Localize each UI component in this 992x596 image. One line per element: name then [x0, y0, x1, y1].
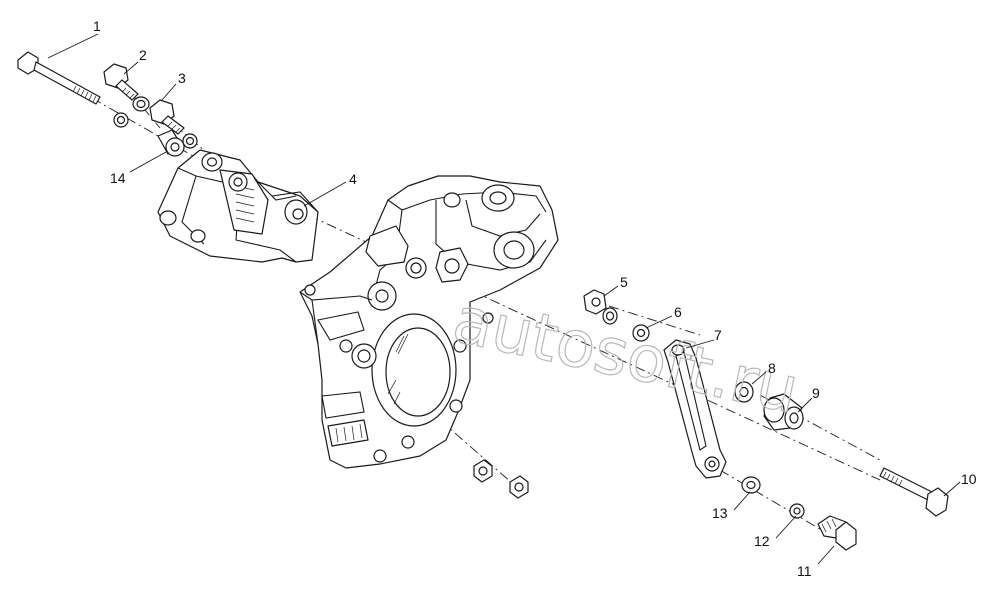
callout-11: 11 — [797, 563, 812, 579]
callout-14: 14 — [110, 170, 126, 186]
callout-2: 2 — [139, 47, 147, 63]
callout-5: 5 — [620, 274, 628, 290]
part-12-lock-washer — [789, 503, 805, 519]
part-5-nut — [583, 289, 607, 315]
washer-part-3 — [182, 133, 198, 149]
part-8-washer — [734, 381, 754, 403]
part-3-bolt — [149, 99, 185, 135]
leader-lines — [47, 33, 961, 565]
washer-part-2 — [132, 96, 150, 112]
nut-lower-left — [473, 459, 493, 483]
callout-labels: 1 2 3 4 5 6 7 8 9 10 11 12 13 14 — [93, 18, 977, 579]
watermark: autosoft.ru — [447, 283, 805, 428]
callout-6: 6 — [674, 304, 682, 320]
callout-12: 12 — [754, 533, 770, 549]
washer-part-1 — [113, 112, 129, 128]
part-7-strap — [663, 339, 727, 479]
callout-4: 4 — [349, 171, 357, 187]
callout-3: 3 — [178, 70, 186, 86]
part-1-long-bolt — [17, 51, 101, 105]
callout-8: 8 — [768, 360, 776, 376]
part-6-washer — [632, 324, 650, 342]
part-5-lock-washer — [602, 307, 618, 325]
part-9-sleeve — [763, 393, 804, 431]
callout-7: 7 — [714, 327, 722, 343]
part-13-washer — [741, 476, 761, 494]
callout-9: 9 — [812, 385, 820, 401]
part-2-short-bolt — [103, 63, 139, 101]
callout-13: 13 — [712, 505, 728, 521]
part-10-bolt — [879, 467, 949, 517]
callout-10: 10 — [961, 471, 977, 487]
nut-lower-right — [509, 475, 529, 499]
timing-cover-housing — [299, 175, 559, 469]
callout-1: 1 — [93, 18, 101, 34]
part-4-bracket — [157, 149, 319, 263]
part-14-bushing — [157, 129, 185, 157]
part-11-bolt — [817, 515, 857, 551]
